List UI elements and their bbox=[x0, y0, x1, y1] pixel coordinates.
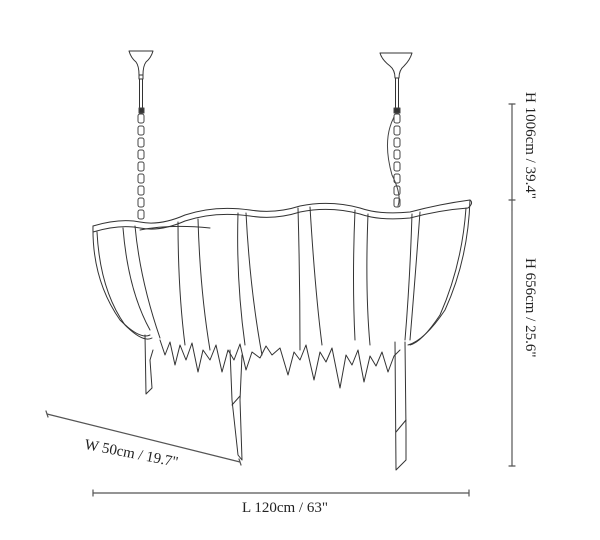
shade-rim bbox=[92, 199, 473, 233]
height-body-label: H 656cm / 25.6" bbox=[522, 258, 538, 358]
left-chain bbox=[137, 107, 145, 220]
right-chain bbox=[387, 107, 401, 208]
right-ceiling-canopy bbox=[379, 52, 413, 109]
width-dimension-line bbox=[46, 413, 241, 463]
left-ceiling-canopy bbox=[128, 50, 154, 109]
left-hanging-drape bbox=[144, 334, 243, 461]
dimension-lines bbox=[45, 103, 516, 497]
height-total-label: H 1006cm / 39.4" bbox=[522, 92, 538, 199]
length-label: L 120cm / 63" bbox=[242, 500, 328, 516]
draped-fabric-shade bbox=[92, 199, 471, 356]
right-hanging-drape bbox=[394, 341, 407, 471]
fringe-tassels bbox=[159, 339, 401, 389]
